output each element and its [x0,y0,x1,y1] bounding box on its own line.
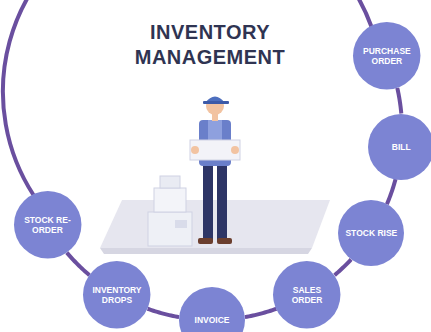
step-circle: INVENTORY DROPS [83,261,150,328]
step-label: PURCHASE ORDER [359,46,415,66]
step-label: BILL [373,142,429,152]
ring-connector [397,88,401,114]
step-circle: SALES ORDER [273,261,340,328]
floor-edge [100,248,312,254]
step-label: INVOICE [184,315,240,325]
worker-figure [190,97,240,245]
step-label: INVENTORY DROPS [89,285,145,305]
ring-connector [335,259,351,275]
step-label: STOCK RE-ORDER [19,215,75,235]
ring-connector [245,309,277,317]
step-label: STOCK RISE [343,228,399,238]
floor [100,200,330,248]
step-circle: PURCHASE ORDER [353,22,420,89]
ring-connector [387,179,396,204]
step-circle: STOCK RE-ORDER [14,191,81,258]
step-circle: STOCK RISE [338,200,404,266]
step-label: SALES ORDER [279,285,335,305]
diagram-title: INVENTORY MANAGEMENT [125,20,295,70]
step-circle: INVOICE [179,287,245,332]
ring-arc [3,0,371,195]
ring-connector [67,253,90,276]
step-circle: BILL [368,114,431,180]
stacked-boxes [148,176,192,246]
ring-connector [148,309,180,317]
circle-shape [179,287,245,332]
